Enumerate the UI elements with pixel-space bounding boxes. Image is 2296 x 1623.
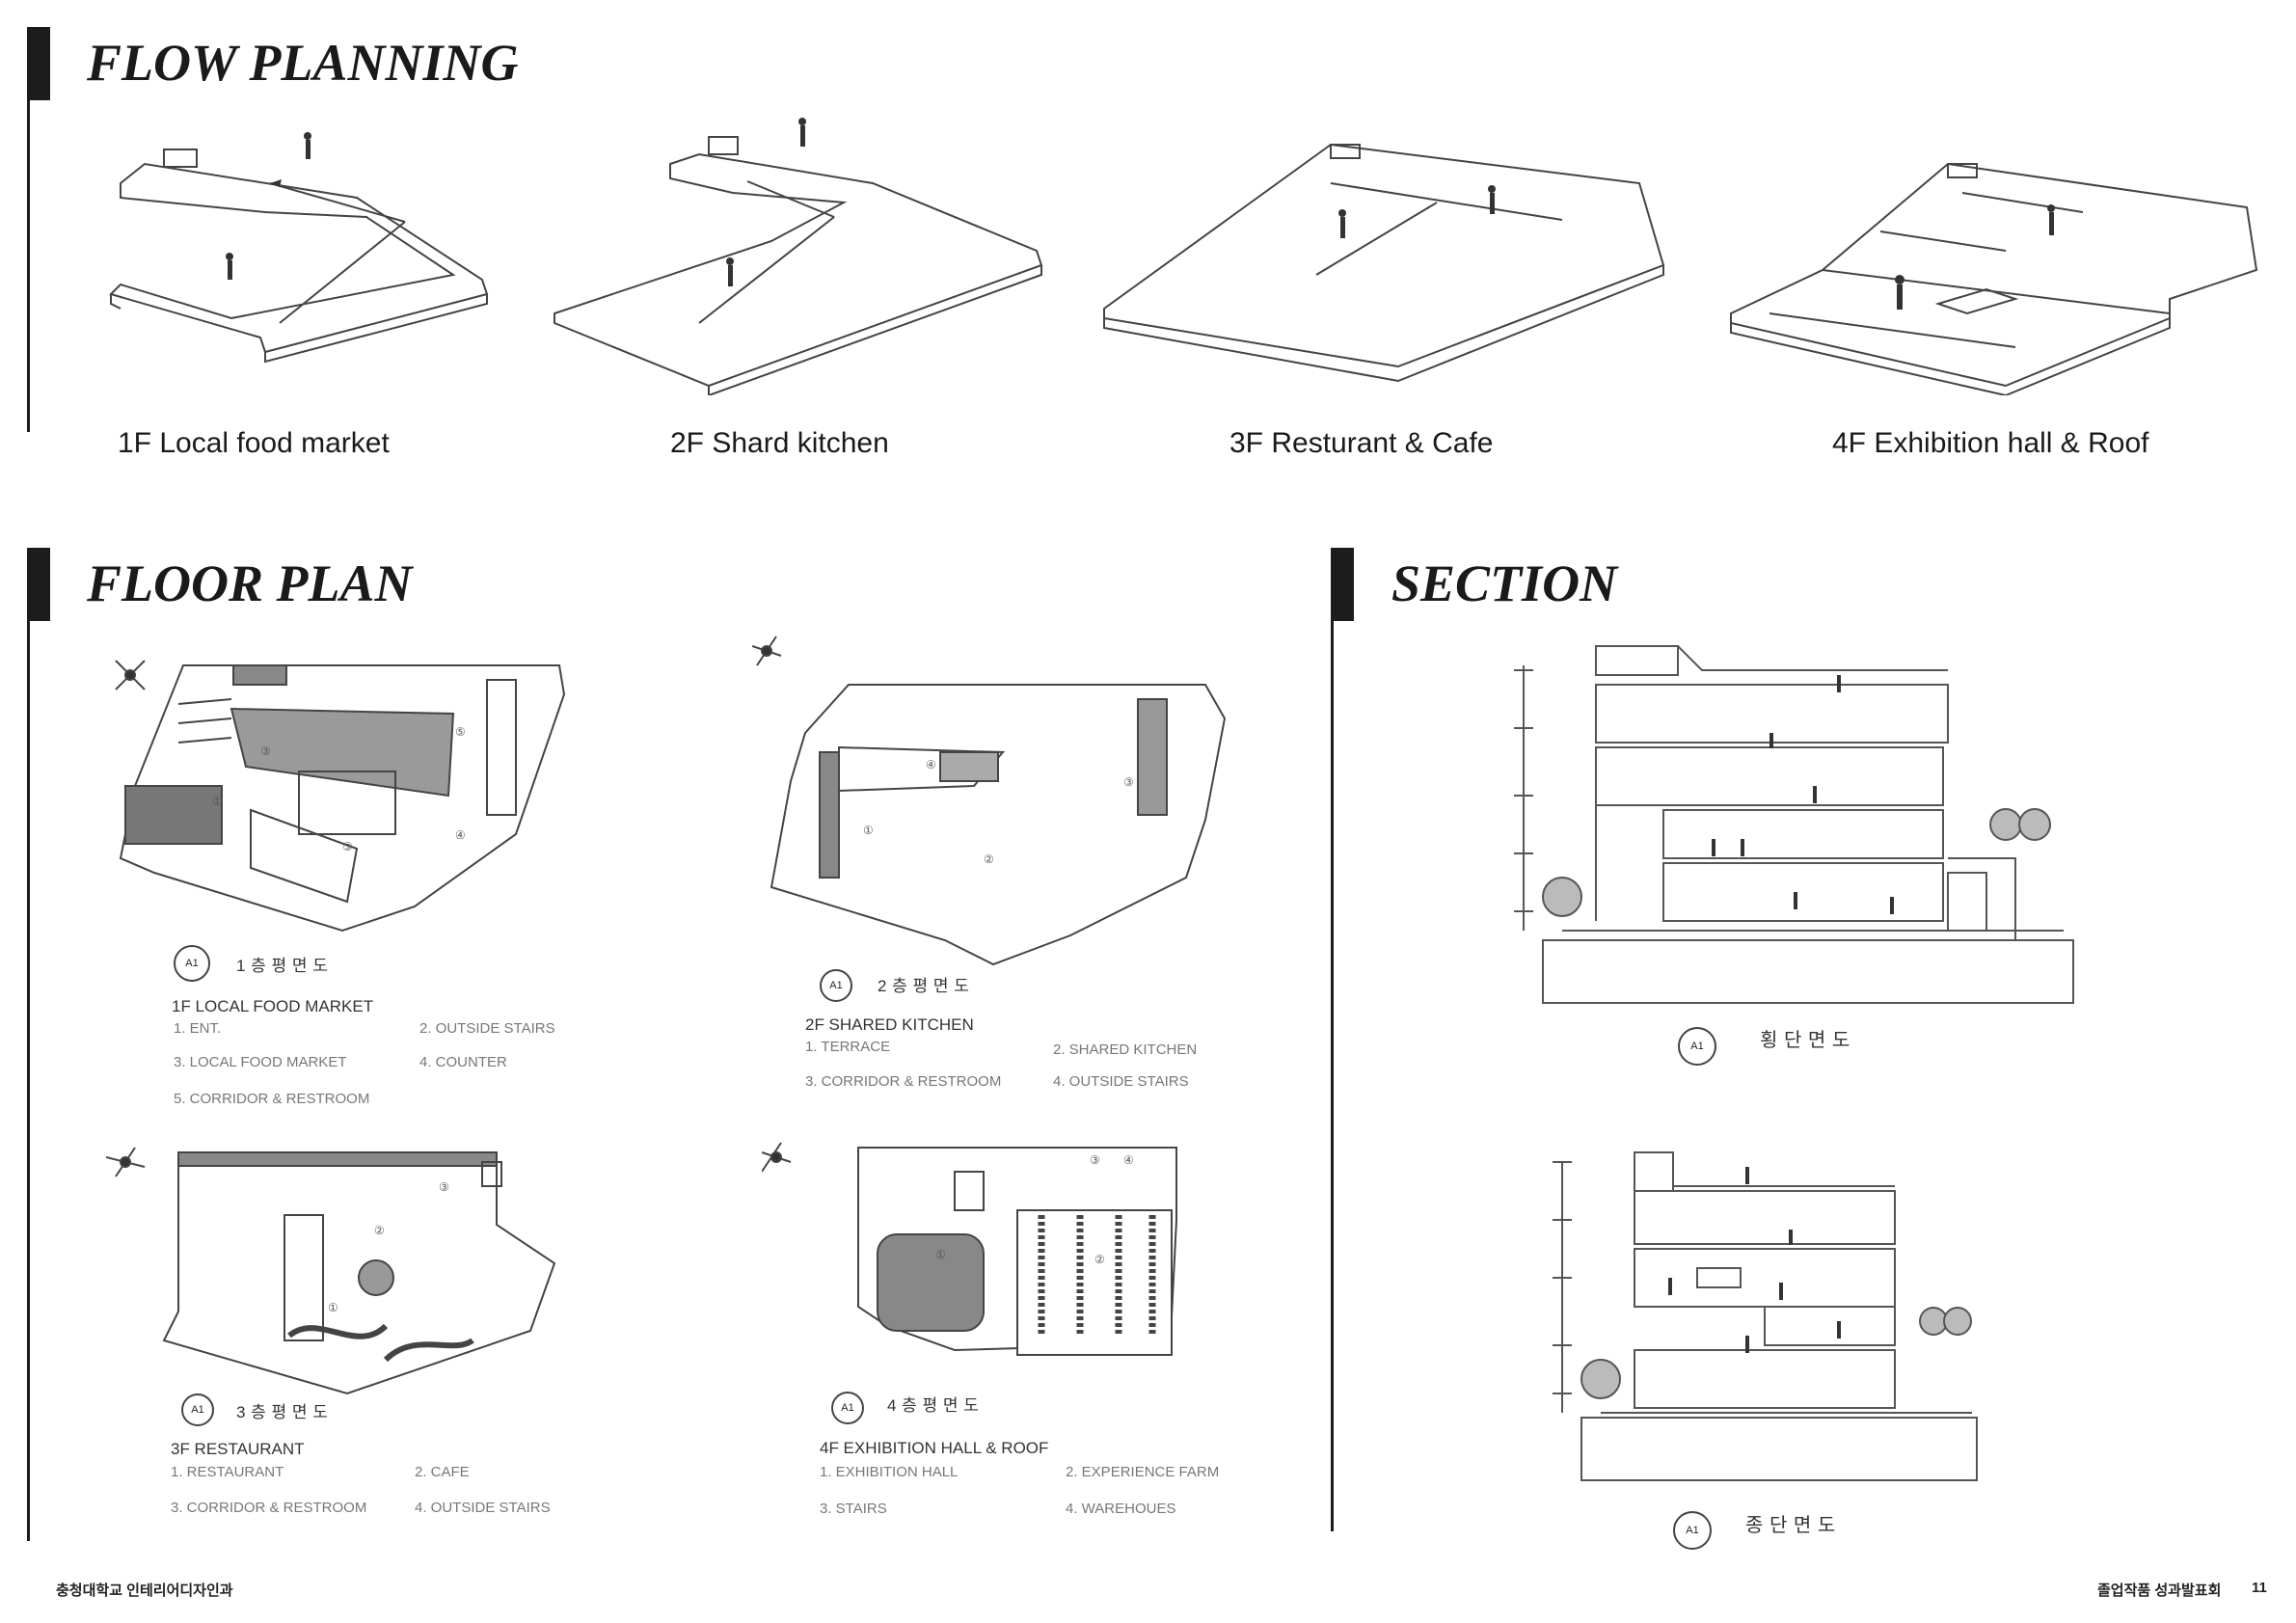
flow-planning-title: FLOW PLANNING	[87, 34, 519, 92]
legend-item-2f-2: 2. SHARED KITCHEN	[1053, 1041, 1198, 1058]
svg-text:②: ②	[984, 852, 994, 866]
floor-plan-2f: ④ ① ② ③ A1 2 층 평 면 도	[752, 627, 1234, 1003]
section-title-longitudinal: 종 단 면 도	[1745, 1515, 1836, 1536]
svg-text:①: ①	[935, 1248, 946, 1261]
scale-marker-2f: A1	[820, 969, 852, 1002]
legend-heading-1f: 1F LOCAL FOOD MARKET	[172, 997, 374, 1015]
svg-text:③: ③	[439, 1180, 449, 1194]
plan-title-1f: 1 층 평 면 도	[236, 957, 329, 975]
legend-item-3f-4: 4. OUTSIDE STAIRS	[415, 1500, 551, 1516]
transverse-section-drawing	[1514, 645, 2074, 1004]
flow-caption-4f: 4F Exhibition hall & Roof	[1832, 427, 2149, 459]
svg-text:③: ③	[1123, 775, 1134, 789]
section-rule	[1331, 548, 1334, 1531]
floor-section-bar	[27, 548, 50, 621]
flow-section-bar	[27, 27, 50, 100]
flow-caption-3f: 3F Resturant & Cafe	[1229, 427, 1494, 459]
svg-text:③: ③	[260, 744, 271, 758]
flow-diagram-4f	[1730, 162, 2258, 395]
section-bar	[1331, 548, 1354, 621]
legend-item-2f-1: 1. TERRACE	[805, 1039, 891, 1055]
page-number: 11	[2252, 1580, 2267, 1596]
legend-item-2f-4: 4. OUTSIDE STAIRS	[1053, 1073, 1189, 1090]
legend-heading-3f: 3F RESTAURANT	[171, 1440, 305, 1458]
longitudinal-section-drawing	[1553, 1151, 1978, 1481]
scale-marker-4f: A1	[831, 1392, 864, 1424]
legend-item-4f-3: 3. STAIRS	[820, 1501, 887, 1517]
svg-text:④: ④	[455, 828, 466, 842]
legend-item-3f-1: 1. RESTAURANT	[171, 1464, 284, 1480]
legend-heading-4f: 4F EXHIBITION HALL & ROOF	[820, 1439, 1049, 1457]
floor-plan-1f: ③ ① ③ ④ ⑤ A1 1 층 평 면 도	[106, 641, 608, 988]
footer-left: 충청대학교 인테리어디자인과	[56, 1582, 233, 1599]
plan-title-2f: 2 층 평 면 도	[878, 977, 970, 995]
svg-text:①: ①	[212, 795, 223, 808]
scale-marker-1f: A1	[174, 945, 210, 982]
svg-text:①: ①	[863, 824, 874, 837]
floor-plan-title: FLOOR PLAN	[87, 555, 413, 612]
svg-text:②: ②	[1094, 1253, 1105, 1266]
svg-text:④: ④	[1123, 1153, 1134, 1167]
section-title-transverse: 횡 단 면 도	[1760, 1030, 1850, 1051]
svg-text:④: ④	[926, 758, 936, 771]
svg-text:③: ③	[1090, 1153, 1100, 1167]
flow-caption-1f: 1F Local food market	[118, 427, 390, 459]
flow-diagram-3f	[1103, 143, 1665, 383]
legend-item-4f-2: 2. EXPERIENCE FARM	[1066, 1464, 1220, 1480]
flow-caption-2f: 2F Shard kitchen	[670, 427, 889, 459]
floor-plan-3f: ① ② ③ A1 3 층 평 면 도	[106, 1138, 608, 1437]
svg-text:②: ②	[374, 1224, 385, 1237]
section-marker-transverse: A1	[1678, 1027, 1716, 1066]
flow-diagram-2f	[554, 118, 1043, 395]
legend-item-4f-4: 4. WAREHOUES	[1066, 1501, 1176, 1517]
legend-heading-2f: 2F SHARED KITCHEN	[805, 1015, 974, 1034]
legend-item-1f-1: 1. ENT.	[174, 1020, 222, 1037]
legend-item-1f-2: 2. OUTSIDE STAIRS	[419, 1020, 555, 1037]
floor-plan-4f: ① ② ③ ④ A1 4 층 평 면 도	[762, 1133, 1225, 1437]
legend-item-1f-5: 5. CORRIDOR & RESTROOM	[174, 1091, 370, 1107]
legend-item-2f-3: 3. CORRIDOR & RESTROOM	[805, 1073, 1002, 1090]
floor-section-rule	[27, 548, 30, 1541]
legend-item-3f-2: 2. CAFE	[415, 1464, 470, 1480]
svg-text:①: ①	[328, 1301, 338, 1314]
section-marker-longitudinal: A1	[1673, 1511, 1712, 1550]
plan-title-3f: 3 층 평 면 도	[236, 1403, 329, 1421]
legend-item-1f-3: 3. LOCAL FOOD MARKET	[174, 1054, 347, 1070]
legend-item-4f-1: 1. EXHIBITION HALL	[820, 1464, 959, 1480]
flow-diagram-1f	[109, 132, 489, 364]
plan-title-4f: 4 층 평 면 도	[887, 1396, 980, 1415]
legend-item-1f-4: 4. COUNTER	[419, 1054, 507, 1070]
flow-section-rule	[27, 27, 30, 432]
svg-text:⑤: ⑤	[455, 725, 466, 739]
svg-text:③: ③	[342, 840, 353, 853]
scale-marker-3f: A1	[181, 1393, 214, 1426]
footer-right: 졸업작품 성과발표회	[2097, 1582, 2222, 1599]
section-title: SECTION	[1391, 555, 1618, 612]
legend-item-3f-3: 3. CORRIDOR & RESTROOM	[171, 1500, 367, 1516]
